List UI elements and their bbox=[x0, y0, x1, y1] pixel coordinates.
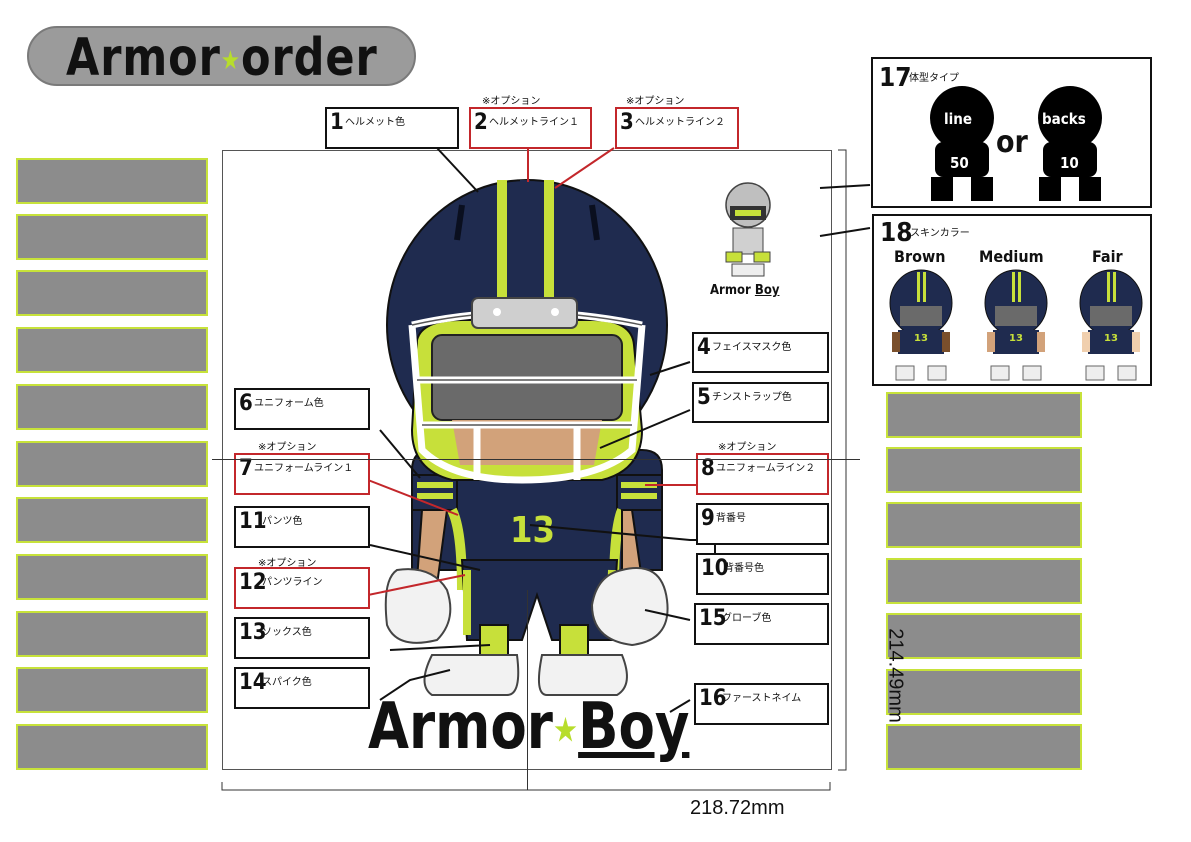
mascot-small-icon bbox=[725, 182, 771, 277]
skin-tone-previews bbox=[889, 269, 1143, 381]
center-guide-horizontal bbox=[212, 459, 860, 460]
center-guide-vertical bbox=[527, 590, 528, 790]
skin-brown-number: 13 bbox=[914, 333, 928, 344]
color-slot-left-9[interactable] bbox=[16, 611, 208, 657]
color-slot-left-3[interactable] bbox=[16, 270, 208, 316]
color-slot-right-6[interactable] bbox=[886, 669, 1082, 715]
color-slot-left-8[interactable] bbox=[16, 554, 208, 600]
body-type-option-line[interactable]: line bbox=[944, 110, 973, 128]
color-slot-left-6[interactable] bbox=[16, 441, 208, 487]
jersey-number: 13 bbox=[510, 510, 556, 551]
color-slot-left-11[interactable] bbox=[16, 724, 208, 770]
body-type-silhouettes bbox=[930, 86, 1102, 201]
color-slot-right-5[interactable] bbox=[886, 613, 1082, 659]
option-note-12: ※オプション bbox=[258, 558, 317, 569]
title-banner bbox=[27, 26, 416, 86]
option-note-7: ※オプション bbox=[258, 442, 317, 453]
color-slot-left-5[interactable] bbox=[16, 384, 208, 430]
body-type-option-backs[interactable]: backs bbox=[1042, 110, 1086, 128]
color-slot-left-2[interactable] bbox=[16, 214, 208, 260]
color-slot-right-3[interactable] bbox=[886, 502, 1082, 548]
skin-medium-number: 13 bbox=[1009, 333, 1023, 344]
body-type-number-backs: 10 bbox=[1060, 154, 1079, 172]
option-note-2: ※オプション bbox=[482, 96, 541, 107]
logo-star-icon: ★ bbox=[552, 710, 579, 751]
option-note-3: ※オプション bbox=[626, 96, 685, 107]
color-slot-left-10[interactable] bbox=[16, 667, 208, 713]
small-logo: Armor Boy bbox=[710, 283, 780, 298]
skin-tone-fair-label[interactable]: Fair bbox=[1092, 247, 1123, 266]
body-type-number-line: 50 bbox=[950, 154, 969, 172]
player-illustration bbox=[384, 179, 669, 696]
brand-logo: Armor★Boy bbox=[368, 690, 690, 764]
color-slot-right-1[interactable] bbox=[886, 392, 1082, 438]
option-note-8: ※オプション bbox=[718, 442, 777, 453]
color-slot-left-7[interactable] bbox=[16, 497, 208, 543]
skin-tone-brown-label[interactable]: Brown bbox=[894, 247, 946, 266]
title-star-icon: ★ bbox=[220, 46, 242, 76]
skin-tone-medium-label[interactable]: Medium bbox=[979, 247, 1044, 266]
color-slot-right-2[interactable] bbox=[886, 447, 1082, 493]
body-type-or: or bbox=[996, 125, 1028, 160]
body-type-panel: 17 体型タイプ bbox=[871, 57, 1152, 208]
page-title: Armor★order bbox=[66, 28, 378, 88]
skin-fair-number: 13 bbox=[1104, 333, 1118, 344]
color-slot-left-4[interactable] bbox=[16, 327, 208, 373]
color-slot-left-1[interactable] bbox=[16, 158, 208, 204]
color-slot-right-4[interactable] bbox=[886, 558, 1082, 604]
width-dimension: 218.72mm bbox=[690, 797, 785, 819]
color-slot-right-7[interactable] bbox=[886, 724, 1082, 770]
